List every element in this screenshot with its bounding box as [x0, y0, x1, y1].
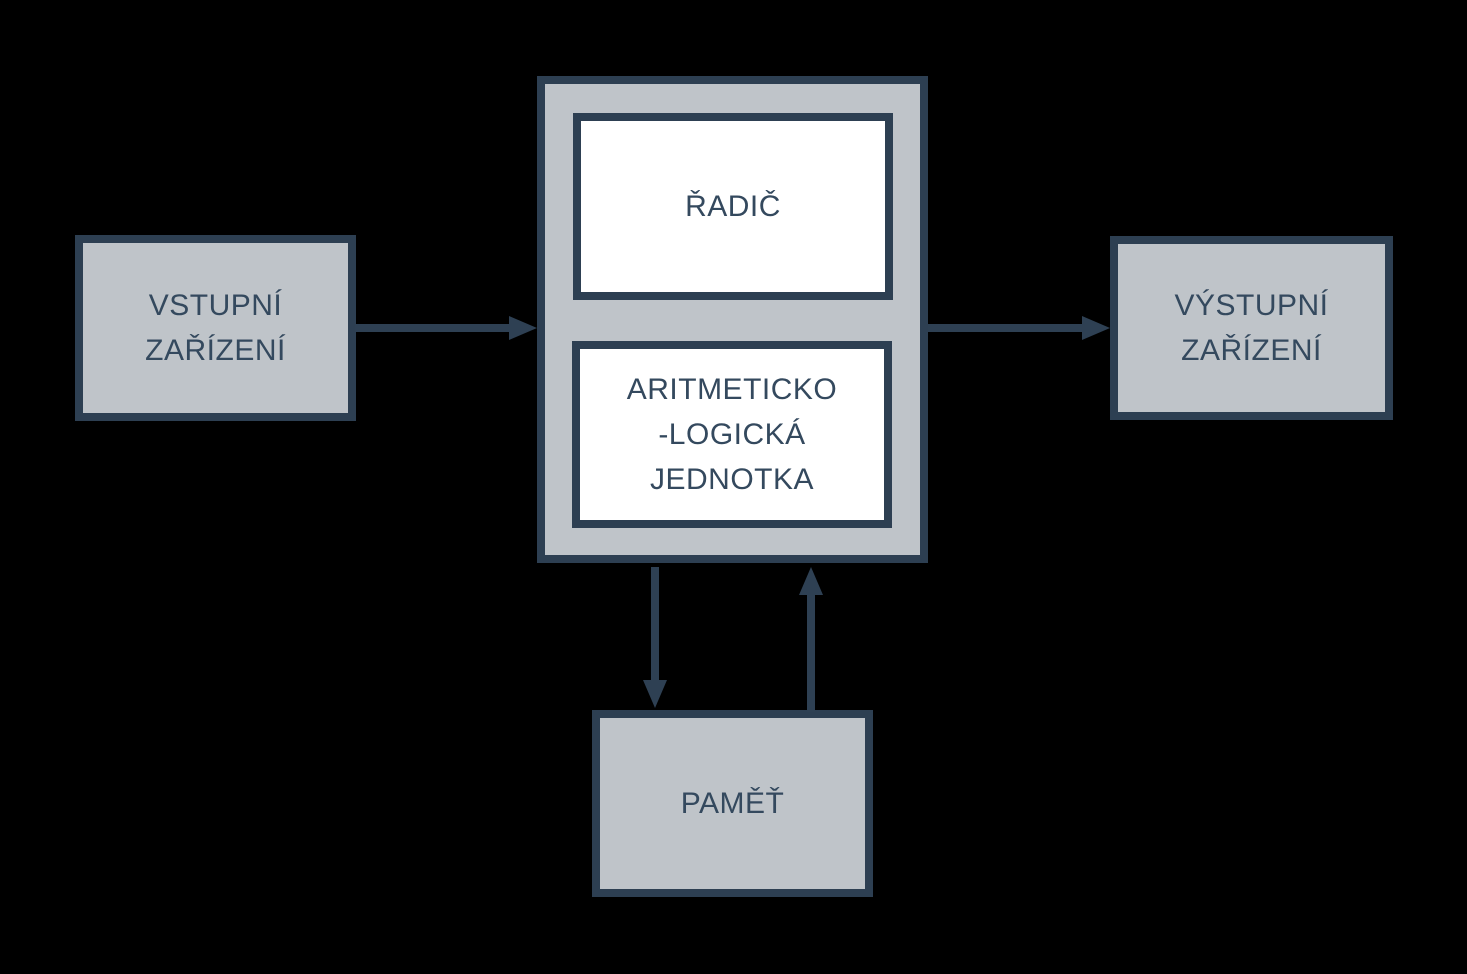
alu-label-line-1: ARITMETICKO	[626, 373, 838, 406]
alu-label-line-2: -LOGICKÁ	[658, 418, 806, 451]
arrow-right-icon-cpu-to-output	[928, 316, 1110, 340]
alu-box: ARITMETICKO -LOGICKÁ JEDNOTKA	[572, 341, 892, 528]
memory-label: PAMĚŤ	[680, 787, 785, 820]
controller-box: ŘADIČ	[573, 113, 893, 300]
memory-box: PAMĚŤ	[592, 710, 873, 897]
arrow-right-icon-input-to-cpu	[355, 316, 537, 340]
output-device-label-line-1: VÝSTUPNÍ	[1174, 289, 1329, 322]
arrow-up-icon-memory-to-cpu	[799, 567, 823, 712]
alu-label-line-3: JEDNOTKA	[649, 463, 815, 496]
arrow-down-icon-cpu-to-memory	[643, 567, 667, 708]
output-device-label-line-2: ZAŘÍZENÍ	[1181, 334, 1322, 367]
input-device-label-line-2: ZAŘÍZENÍ	[145, 334, 286, 367]
output-device-box: VÝSTUPNÍ ZAŘÍZENÍ	[1110, 236, 1393, 420]
controller-label: ŘADIČ	[685, 190, 781, 223]
input-device-label-line-1: VSTUPNÍ	[148, 289, 283, 322]
input-device-box: VSTUPNÍ ZAŘÍZENÍ	[75, 235, 356, 421]
